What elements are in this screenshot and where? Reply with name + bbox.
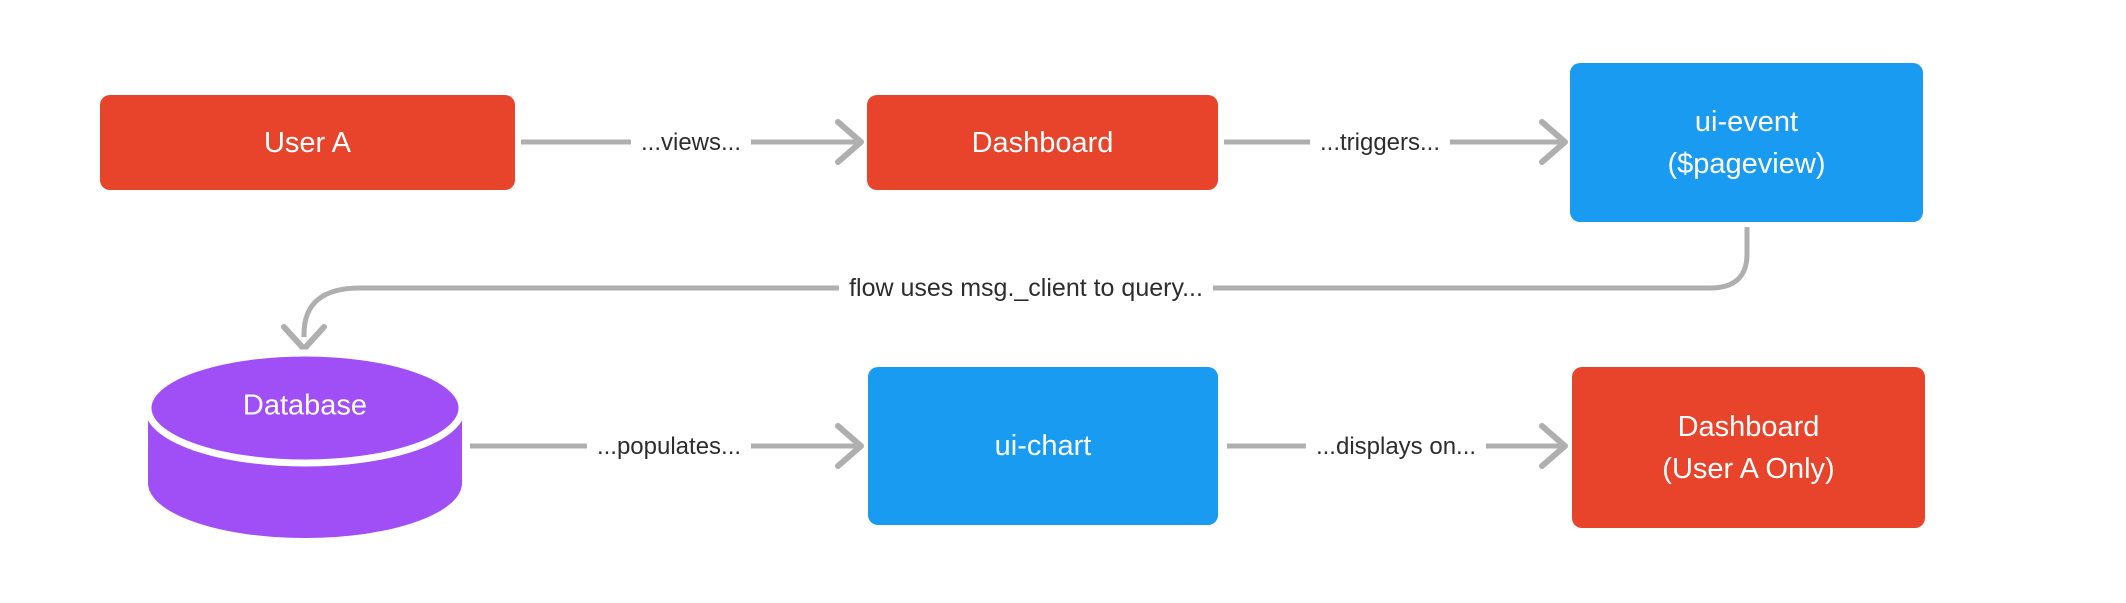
arrowhead-right-icon <box>835 423 864 469</box>
node-ui-chart-label: ui-chart <box>994 430 1092 462</box>
arrowhead-right-icon <box>1539 423 1568 469</box>
node-dashboard-user-a-label-line2: (User A Only) <box>1662 452 1835 485</box>
node-user-a-label: User A <box>263 126 352 159</box>
arrowhead-right-icon <box>1539 119 1568 165</box>
node-database-label: Database <box>242 389 368 422</box>
arrowhead-down-icon <box>281 324 327 352</box>
edge-label-triggers: ...triggers... <box>1309 128 1451 158</box>
database-cylinder-icon <box>144 349 466 538</box>
node-dashboard-user-a: Dashboard (User A Only) <box>1572 367 1925 528</box>
edge-label-views: ...views... <box>630 128 752 158</box>
node-ui-chart: ui-chart <box>868 367 1218 525</box>
arrowhead-right-icon <box>835 119 864 165</box>
node-dashboard-label: Dashboard <box>971 126 1114 159</box>
node-dashboard-user-a-label-line1: Dashboard <box>1677 410 1820 443</box>
edge-label-displays: ...displays on... <box>1305 432 1487 462</box>
node-ui-event-label-line2: ($pageview) <box>1667 147 1826 180</box>
edge-label-populates: ...populates... <box>586 432 752 462</box>
node-ui-event: ui-event ($pageview) <box>1570 63 1923 222</box>
edge-label-query: flow uses msg._client to query... <box>839 273 1213 303</box>
node-dashboard: Dashboard <box>867 95 1218 190</box>
node-ui-event-label-line1: ui-event <box>1694 105 1799 138</box>
edge-query-line <box>301 227 1750 337</box>
node-user-a: User A <box>100 95 515 190</box>
